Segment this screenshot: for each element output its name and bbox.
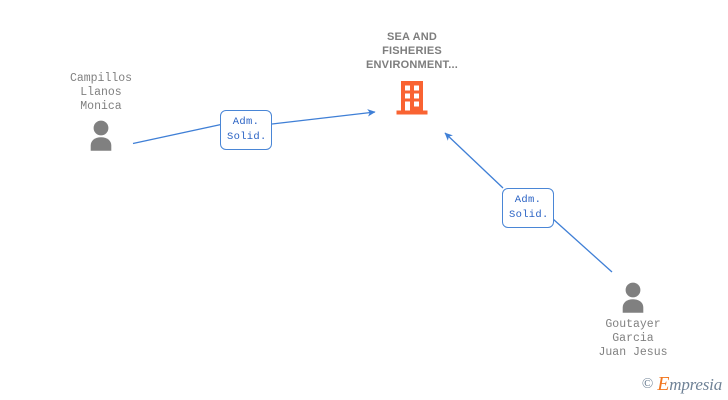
person-icon[interactable] [616, 280, 650, 314]
company-node[interactable]: SEA AND FISHERIES ENVIRONMENT... [337, 30, 487, 118]
person-icon[interactable] [84, 118, 118, 152]
person-node-left[interactable]: Campillos Llanos Monica [26, 72, 176, 152]
person-name-left: Campillos Llanos Monica [69, 72, 133, 113]
watermark: © Empresia [642, 374, 722, 394]
company-name: SEA AND FISHERIES ENVIRONMENT... [365, 31, 459, 71]
person-name-right: Goutayer Garcia Juan Jesus [598, 318, 668, 359]
edge-right-lower [552, 218, 613, 273]
relation-label-right[interactable]: Adm. Solid. [502, 188, 554, 228]
copyright-symbol: © [641, 375, 654, 392]
person-node-right[interactable]: Goutayer Garcia Juan Jesus [558, 280, 708, 360]
brand-name: Empresia [657, 374, 722, 394]
relation-label-left[interactable]: Adm. Solid. [220, 110, 272, 150]
building-icon[interactable] [392, 78, 432, 118]
brand-initial: E [657, 373, 670, 395]
brand-rest: mpresia [669, 375, 722, 394]
edge-right-upper [444, 132, 504, 189]
